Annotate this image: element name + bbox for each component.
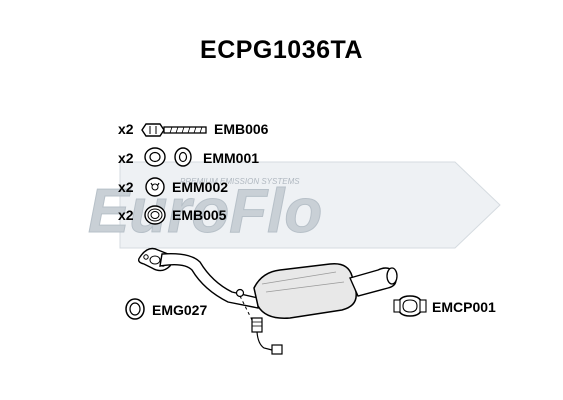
catalyst-body xyxy=(253,263,357,319)
bolt-icon xyxy=(141,123,207,137)
part-qty: x2 xyxy=(118,150,134,166)
part-code: EMCP001 xyxy=(432,299,496,315)
downpipe xyxy=(159,252,259,309)
mounting-rubber-icon xyxy=(145,177,165,197)
part-code: EMG027 xyxy=(152,302,208,318)
sensor-leader-line xyxy=(239,295,253,321)
watermark-brand: EuroFlo xyxy=(88,177,322,246)
part-qty: x2 xyxy=(118,179,134,195)
mounting-ring-icon xyxy=(144,147,192,167)
sensor-boss xyxy=(235,288,245,298)
part-qty: x2 xyxy=(118,207,134,223)
watermark-arrow-icon xyxy=(119,161,501,249)
page-title: ECPG1036TA xyxy=(200,36,363,64)
part-qty: x2 xyxy=(118,121,134,137)
gasket-icon xyxy=(125,298,145,320)
part-code: EMB006 xyxy=(214,121,269,137)
clamp-icon xyxy=(393,295,427,317)
part-code: EMM002 xyxy=(172,179,229,195)
spring-icon xyxy=(144,205,166,225)
watermark-tagline: PREMIUM EMISSION SYSTEMS xyxy=(180,177,300,186)
part-code: EMM001 xyxy=(203,150,260,166)
lambda-sensor xyxy=(251,317,283,355)
part-code: EMB005 xyxy=(172,207,227,223)
rear-pipe-end xyxy=(386,267,398,285)
